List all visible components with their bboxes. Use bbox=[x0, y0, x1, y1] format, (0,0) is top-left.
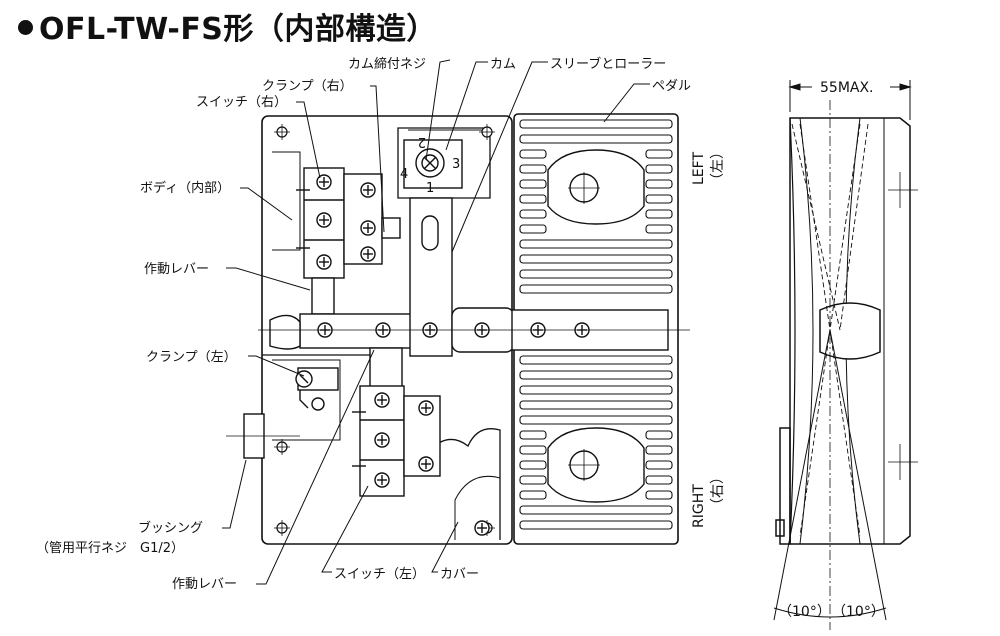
pedal-rib bbox=[519, 254, 673, 264]
cam-number-4: 4 bbox=[400, 167, 408, 182]
operating-lever-upper bbox=[269, 277, 421, 350]
pedal-boss-top bbox=[547, 149, 645, 225]
pedal-rib bbox=[645, 490, 673, 500]
label-cam: カム bbox=[490, 57, 516, 72]
pedal-rib bbox=[645, 430, 673, 440]
pedal-rib bbox=[519, 370, 673, 380]
right-side-label: RIGHT bbox=[691, 484, 707, 528]
pedal-boss-bottom bbox=[547, 427, 645, 503]
cam-number-1: 1 bbox=[426, 181, 434, 196]
label-switch-left: スイッチ（左） bbox=[334, 567, 425, 582]
pedal-rib bbox=[645, 209, 673, 219]
pedal-ribs-top bbox=[519, 119, 673, 294]
pedal-rib bbox=[519, 400, 673, 410]
label-clamp-left: クランプ（左） bbox=[146, 350, 237, 365]
pedal-rib bbox=[519, 284, 673, 294]
pedal-rib bbox=[519, 134, 673, 144]
label-bushing-note: （管用平行ネジ G1/2） bbox=[36, 541, 184, 556]
pedal-rib bbox=[519, 385, 673, 395]
label-bushing: ブッシング bbox=[138, 520, 203, 536]
label-clamp-right: クランプ（右） bbox=[262, 79, 353, 94]
clamp-left-part bbox=[295, 367, 339, 411]
pedal-rib bbox=[645, 445, 673, 455]
label-switch-right: スイッチ（右） bbox=[196, 95, 287, 110]
left-side-label-jp: （左） bbox=[710, 145, 726, 187]
pedal-rib bbox=[519, 520, 673, 530]
label-body-inner: ボディ（内部） bbox=[140, 180, 230, 196]
angle-left-text: （10°） bbox=[778, 604, 831, 620]
pedal-rib bbox=[519, 224, 547, 234]
angle-right-text: （10°） bbox=[832, 604, 885, 620]
switch-left bbox=[352, 347, 441, 497]
pedal-rib bbox=[645, 149, 673, 159]
pedal-rib bbox=[519, 119, 673, 129]
switch-right bbox=[296, 167, 401, 279]
page-title: OFL-TW-FS形（内部構造） bbox=[18, 4, 437, 48]
label-cam-screw: カム締付ネジ bbox=[348, 56, 426, 72]
bushing bbox=[226, 413, 300, 459]
cam-number-2: 2 bbox=[418, 134, 426, 149]
width-dimension-bg bbox=[812, 76, 890, 94]
width-dimension-text: 55MAX. bbox=[820, 80, 874, 96]
pedal-rib bbox=[645, 460, 673, 470]
pedal-rib bbox=[519, 269, 673, 279]
pedal-rib bbox=[645, 194, 673, 204]
label-sleeve-roller: スリーブとローラー bbox=[550, 56, 666, 72]
right-side-label-jp: （右） bbox=[710, 470, 726, 512]
angle-dimension bbox=[773, 329, 887, 621]
side-view bbox=[775, 117, 918, 545]
cam bbox=[403, 139, 463, 189]
pedal-rib bbox=[519, 194, 547, 204]
page-title-text: OFL-TW-FS形（内部構造） bbox=[39, 12, 437, 47]
pedal-rib bbox=[519, 209, 547, 219]
pedal-rib bbox=[519, 239, 673, 249]
pedal-rib bbox=[645, 164, 673, 174]
pedal-rib bbox=[645, 224, 673, 234]
pedal-rib bbox=[519, 445, 547, 455]
label-cover: カバー bbox=[440, 567, 479, 582]
pedal-ribs-bottom bbox=[519, 355, 673, 530]
pedal-rib bbox=[519, 164, 547, 174]
pedal-rib bbox=[519, 179, 547, 189]
sleeve-roller bbox=[409, 197, 515, 357]
leader-lines bbox=[222, 59, 650, 585]
label-pedal: ペダル bbox=[652, 79, 691, 94]
pedal-rib bbox=[645, 475, 673, 485]
pedal-rib bbox=[519, 355, 673, 365]
pedal-rib bbox=[519, 430, 547, 440]
bullet-icon bbox=[18, 20, 33, 35]
pedal-rib bbox=[519, 505, 673, 515]
pedal-rib bbox=[645, 179, 673, 189]
pedal-rib bbox=[519, 149, 547, 159]
left-side-label: LEFT bbox=[691, 152, 707, 185]
label-operating-lever-lower: 作動レバー bbox=[172, 577, 237, 592]
cam-number-3: 3 bbox=[452, 157, 460, 172]
pedal-rib bbox=[519, 475, 547, 485]
pedal-rib bbox=[519, 460, 547, 470]
label-operating-lever-upper: 作動レバー bbox=[144, 262, 209, 277]
pedal-rib bbox=[519, 415, 673, 425]
pedal-rib bbox=[519, 490, 547, 500]
